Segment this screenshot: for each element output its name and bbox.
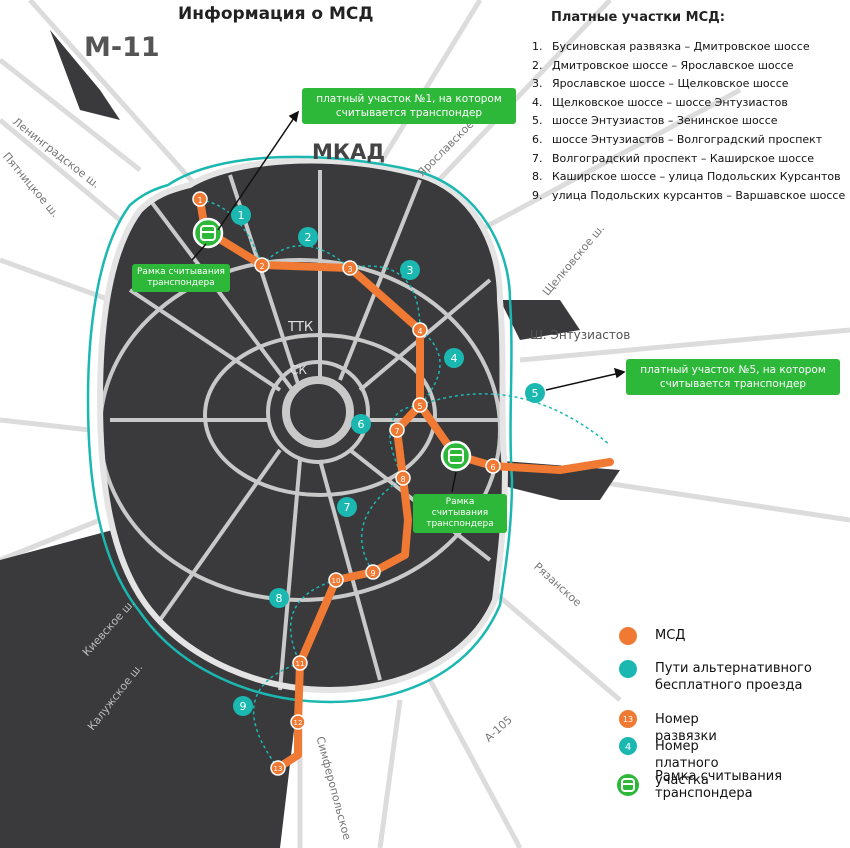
- label-mkad: МКАД: [312, 140, 386, 164]
- svg-text:8: 8: [400, 475, 405, 484]
- svg-text:2: 2: [305, 231, 312, 244]
- junction-markers: 1 2 3 4 5 6 7 8 9 10 11 12 13: [192, 191, 501, 776]
- svg-text:7: 7: [344, 501, 351, 514]
- toll-3: 3: [400, 260, 420, 280]
- frame-icon-1: [192, 217, 224, 249]
- list-item: 7.Волгоградский проспект – Каширское шос…: [532, 151, 814, 165]
- svg-text:9: 9: [240, 700, 247, 713]
- callout-frame-right: Рамка считывания транспондера: [413, 494, 507, 533]
- legend-alt: Пути альтернативного бесплатного проезда: [655, 661, 812, 693]
- junction-6: 6: [485, 458, 501, 474]
- svg-text:3: 3: [347, 265, 352, 274]
- list-item: 9.улица Подольских курсантов – Варшавско…: [532, 188, 846, 202]
- junction-2: 2: [254, 257, 270, 273]
- toll-6: 6: [351, 414, 371, 434]
- toll-4: 4: [444, 348, 464, 368]
- svg-text:2: 2: [259, 262, 264, 271]
- svg-text:11: 11: [296, 660, 305, 668]
- callout-toll5: платный участок №5, на котором считывает…: [626, 359, 840, 395]
- callout-toll1: платный участок №1, на котором считывает…: [302, 88, 516, 124]
- toll-9: 9: [233, 696, 253, 716]
- toll-8: 8: [269, 588, 289, 608]
- list-item: 3.Ярославское шоссе – Щелковское шоссе: [532, 77, 789, 91]
- toll-2: 2: [298, 227, 318, 247]
- label-sk: СК: [290, 363, 307, 377]
- callout-frame-left: Рамка считывания транспондера: [132, 264, 230, 292]
- list-item: 6.шоссе Энтузиастов – Волгоградский прос…: [532, 132, 823, 146]
- n-mass: [50, 30, 120, 120]
- svg-text:9: 9: [370, 569, 375, 578]
- e-mass: [500, 300, 580, 340]
- svg-text:4: 4: [625, 742, 631, 753]
- junction-1: 1: [192, 191, 208, 207]
- svg-text:8: 8: [276, 592, 283, 605]
- toll-sections-heading: Платные участки МСД:: [551, 10, 725, 25]
- svg-text:4: 4: [451, 352, 458, 365]
- legend-frame: Рамка считывания транспондера: [655, 769, 783, 801]
- junction-4: 4: [412, 322, 428, 338]
- label-m11: М-11: [84, 32, 160, 63]
- label-entuziastov: Ш. Энтузиастов: [530, 328, 631, 342]
- junction-11: 11: [292, 655, 308, 671]
- toll-7: 7: [337, 497, 357, 517]
- alt-route-ring: [86, 155, 514, 704]
- svg-text:5: 5: [417, 402, 422, 411]
- page-title: Информация о МСД: [178, 4, 374, 24]
- mkad-ring: [96, 157, 509, 694]
- list-item: 8.Каширское шоссе – улица Подольских Кур…: [532, 170, 841, 184]
- svg-text:1: 1: [197, 196, 202, 205]
- svg-text:13: 13: [274, 765, 283, 773]
- callout-arrows: [191, 110, 626, 493]
- list-item: 4.Щелковское шоссе – шоссе Энтузиастов: [532, 95, 788, 109]
- toll-sections-list: 1.Бусиновская развязка – Дмитровское шос…: [532, 38, 845, 205]
- junction-3: 3: [342, 260, 358, 276]
- frame-icon-2: [440, 440, 472, 472]
- legend-toll: Номер платного участка: [655, 739, 719, 788]
- legend-junction: Номер развязки: [655, 712, 717, 744]
- label-ttk: ТТК: [288, 320, 314, 335]
- list-item: 2.Дмитровское шоссе – Ярославское шоссе: [532, 58, 794, 72]
- svg-text:10: 10: [332, 577, 341, 585]
- list-item: 1.Бусиновская развязка – Дмитровское шос…: [532, 40, 810, 53]
- svg-text:7: 7: [394, 427, 399, 436]
- junction-9: 9: [365, 564, 381, 580]
- legend-symbols: 13 4: [617, 627, 639, 796]
- toll-1: 1: [231, 205, 251, 225]
- sw-mass: [0, 520, 300, 848]
- svg-text:12: 12: [294, 719, 303, 727]
- junction-7: 7: [389, 422, 405, 438]
- junction-5: 5: [412, 397, 428, 413]
- centre-ring: [282, 376, 354, 448]
- svg-text:6: 6: [358, 418, 365, 431]
- legend-msd: МСД: [655, 628, 686, 643]
- toll-5: 5: [525, 383, 545, 403]
- svg-text:6: 6: [490, 463, 495, 472]
- svg-text:3: 3: [407, 264, 414, 277]
- junction-8: 8: [395, 470, 411, 486]
- svg-text:4: 4: [417, 327, 422, 336]
- junction-10: 10: [328, 572, 344, 588]
- svg-text:13: 13: [623, 715, 633, 724]
- junction-13: 13: [270, 760, 286, 776]
- junction-12: 12: [290, 714, 306, 730]
- svg-text:1: 1: [238, 209, 245, 222]
- svg-text:5: 5: [532, 387, 539, 400]
- toll-markers: 1 2 3 4 5 6 7 8 9: [231, 205, 545, 716]
- list-item: 5.шоссе Энтузиастов – Зенинское шоссе: [532, 114, 778, 128]
